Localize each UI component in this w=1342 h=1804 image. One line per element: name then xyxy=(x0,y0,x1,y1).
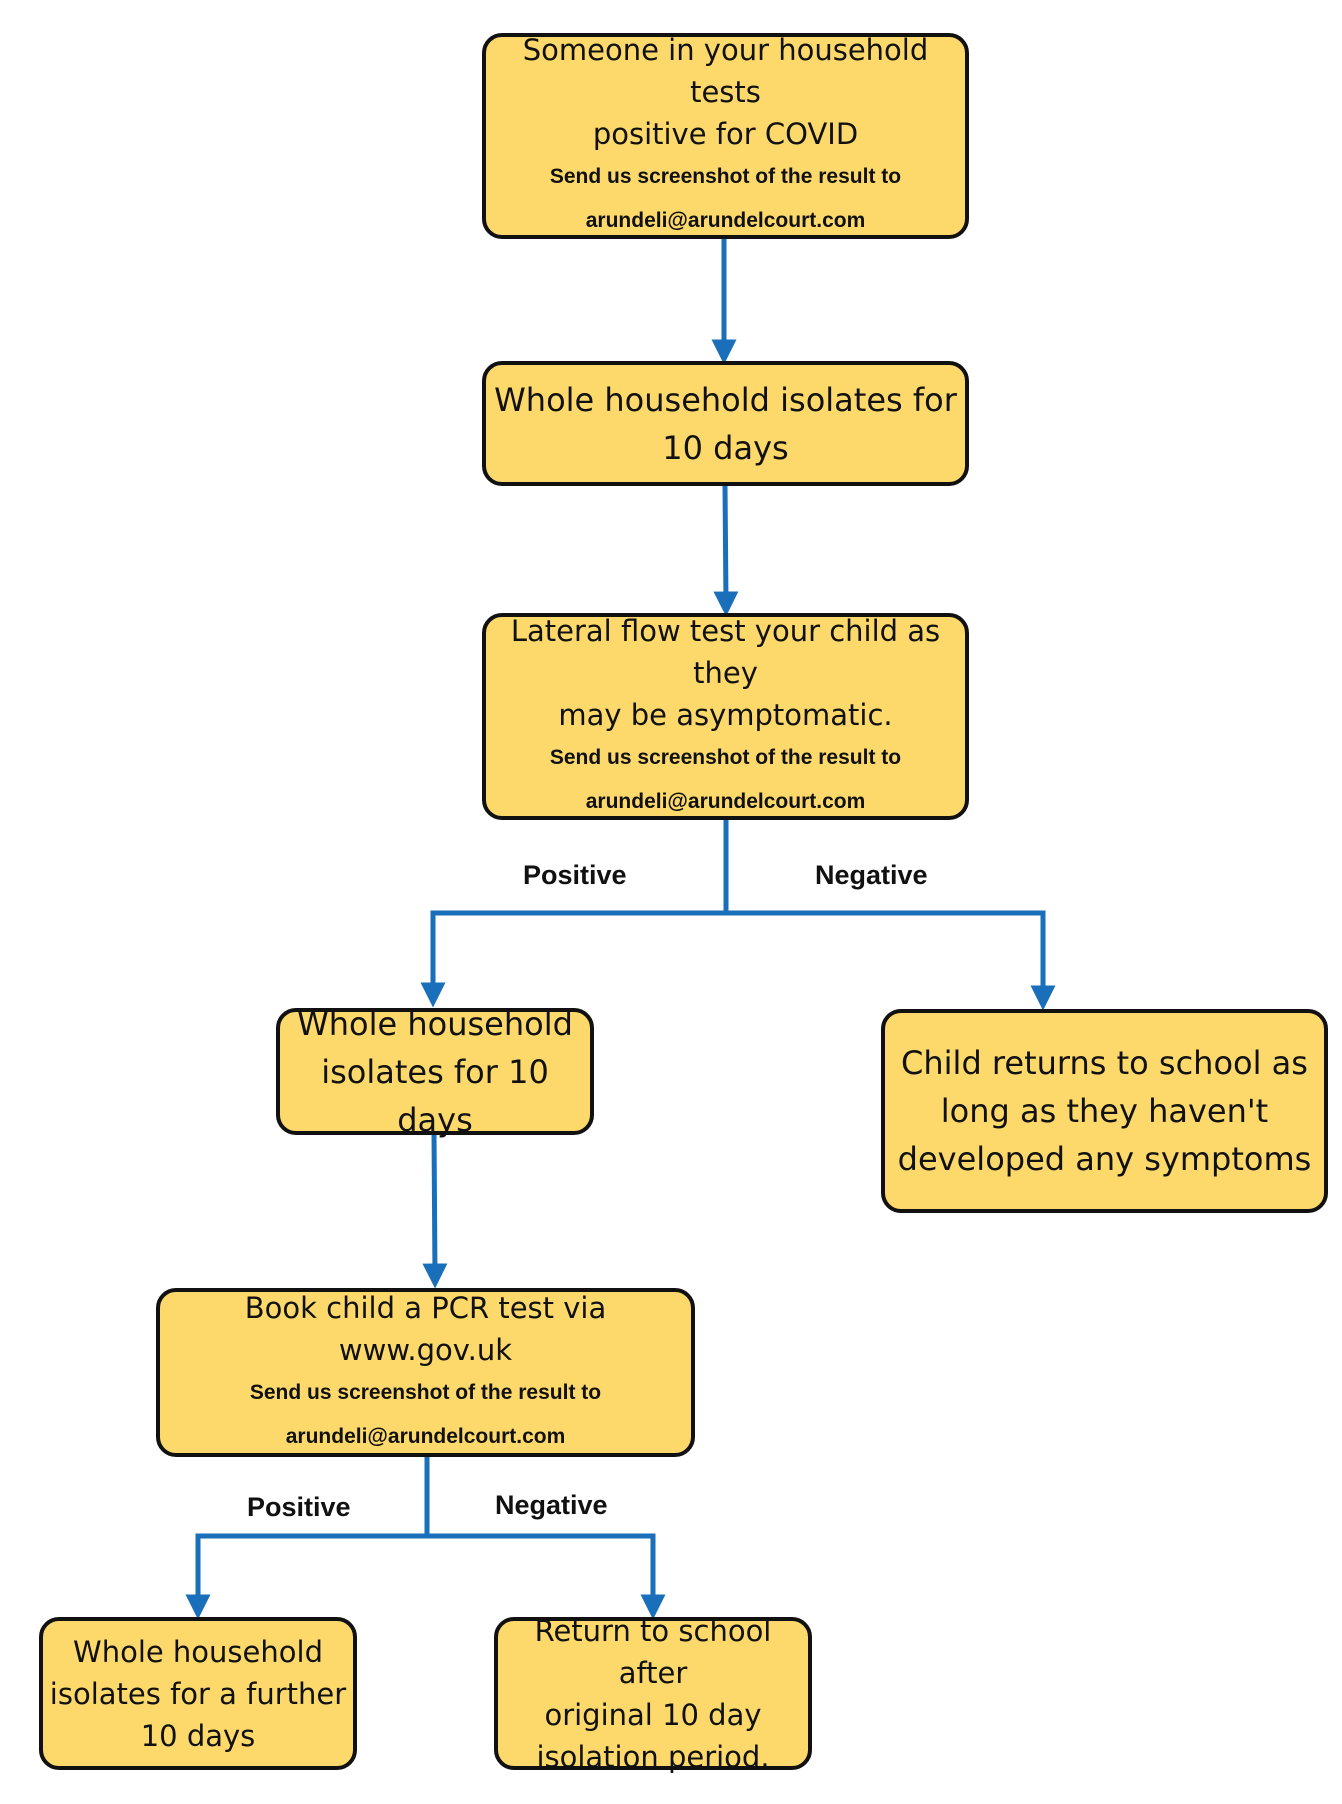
node-text: positive for COVID xyxy=(592,117,859,151)
node-pcr-negative-return: Return to school after original 10 day i… xyxy=(494,1614,812,1774)
node-text: Return to school after xyxy=(534,1613,772,1690)
node-text: original 10 day xyxy=(544,1697,762,1732)
label-pcr-negative: Negative xyxy=(495,1490,608,1520)
node-text: Child returns to school as xyxy=(901,1044,1308,1082)
node-email: arundeli@arundelcourt.com xyxy=(585,209,866,232)
label-lateral-flow-negative: Negative xyxy=(815,860,928,890)
node-lateral-flow-test: Lateral flow test your child as they may… xyxy=(482,613,969,820)
node-household-tests-positive: Someone in your household tests positive… xyxy=(482,33,969,239)
node-text: may be asymptomatic. xyxy=(558,697,893,732)
node-whole-household-isolates: Whole household isolates for 10 days xyxy=(482,361,969,486)
label-lateral-flow-positive: Positive xyxy=(523,860,627,890)
arrow-isolate-to-pcr xyxy=(422,1132,448,1289)
node-pcr-positive-isolate: Whole household isolates for a further 1… xyxy=(39,1617,357,1770)
node-text: 10 days xyxy=(662,428,789,467)
arrow-pcr-negative xyxy=(427,1533,666,1620)
node-text: isolates for 10 days xyxy=(321,1052,549,1139)
node-book-pcr-test: Book child a PCR test via www.gov.uk Sen… xyxy=(156,1288,695,1457)
node-note: Send us screenshot of the result to xyxy=(249,1380,602,1404)
node-text: developed any symptoms xyxy=(897,1140,1312,1178)
arrow-pcr-positive xyxy=(185,1533,427,1620)
node-text: Whole household isolates for xyxy=(494,380,957,419)
node-text: isolation period. xyxy=(536,1739,770,1774)
node-text: Someone in your household tests xyxy=(522,33,929,109)
node-lf-positive-isolate: Whole household isolates for 10 days xyxy=(276,1005,594,1139)
node-email: arundeli@arundelcourt.com xyxy=(285,1424,566,1448)
node-child-returns-to-school: Child returns to school as long as they … xyxy=(881,1009,1328,1213)
node-text: Lateral flow test your child as they xyxy=(510,613,941,690)
node-text: 10 days xyxy=(140,1718,256,1753)
node-email: arundeli@arundelcourt.com xyxy=(585,789,866,813)
node-note: Send us screenshot of the result to xyxy=(549,745,902,769)
arrow-isolate-to-lateral-flow xyxy=(713,484,739,617)
node-text: long as they haven't xyxy=(940,1092,1269,1130)
node-text: Whole household xyxy=(73,1634,323,1669)
arrow-lateral-flow-negative xyxy=(726,910,1056,1011)
node-text: Book child a PCR test via www.gov.uk xyxy=(244,1290,607,1367)
node-note: Send us screenshot of the result to xyxy=(549,165,902,188)
arrow-lateral-flow-positive xyxy=(420,910,726,1008)
node-text: isolates for a further xyxy=(49,1676,347,1711)
node-text: Whole household xyxy=(297,1004,573,1043)
label-pcr-positive: Positive xyxy=(247,1492,351,1522)
